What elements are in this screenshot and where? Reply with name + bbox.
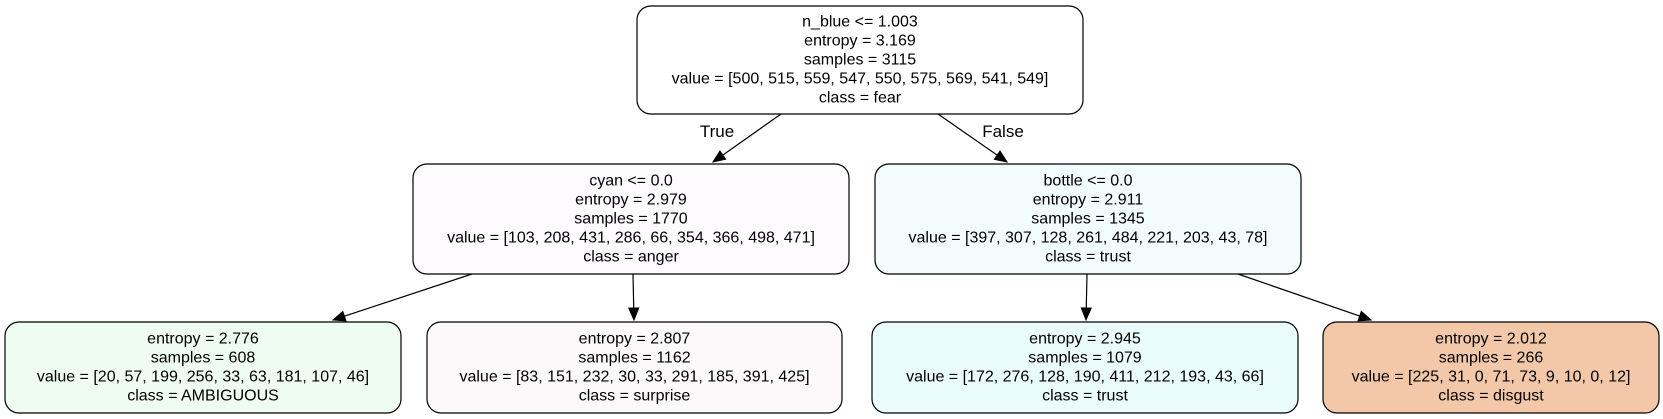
node-line: value = [103, 208, 431, 286, 66, 354, 36…: [447, 230, 815, 247]
node-box: [412, 163, 850, 275]
tree-node-root: n_blue <= 1.003 entropy = 3.169 samples = …: [636, 5, 1084, 115]
edge-root-right: False: [937, 113, 1024, 163]
arrowhead-icon: [331, 310, 347, 322]
node-line: entropy = 2.979: [575, 192, 687, 209]
tree-node-lr: entropy = 2.807 samples = 1162 value = [83…: [426, 321, 843, 414]
tree-node-rl: entropy = 2.945 samples = 1079 value = [17…: [871, 321, 1299, 414]
node-line: class = trust: [1042, 388, 1128, 405]
node-line: cyan <= 0.0: [589, 173, 673, 190]
node-line: samples = 1345: [1031, 211, 1145, 228]
node-box: [874, 163, 1302, 275]
edge-line: [1237, 273, 1360, 317]
tree-node-rr: entropy = 2.012 samples = 266 value = [225…: [1322, 321, 1660, 414]
node-line: value = [172, 276, 128, 190, 411, 212, 1…: [906, 369, 1264, 386]
nodes-layer: n_blue <= 1.003 entropy = 3.169 samples = …: [4, 5, 1660, 414]
arrowhead-icon: [993, 150, 1009, 163]
node-line: entropy = 2.807: [579, 331, 691, 348]
node-line: samples = 3115: [804, 52, 916, 69]
node-line: samples = 266: [1439, 350, 1544, 367]
node-line: class = surprise: [579, 388, 691, 405]
node-line: entropy = 3.169: [804, 33, 916, 50]
node-box: [4, 321, 402, 414]
node-line: entropy = 2.911: [1033, 192, 1144, 209]
node-line: samples = 608: [151, 350, 256, 367]
tree-node-ll: entropy = 2.776 samples = 608 value = [20,…: [4, 321, 402, 414]
arrowhead-icon: [627, 307, 640, 322]
node-line: entropy = 2.776: [147, 331, 259, 348]
tree-node-left: cyan <= 0.0 entropy = 2.979 samples = 1770…: [412, 163, 850, 275]
edge-line: [937, 113, 998, 156]
node-line: value = [500, 515, 559, 547, 550, 575, 5…: [672, 71, 1049, 88]
node-line: class = fear: [819, 90, 902, 107]
node-line: samples = 1770: [574, 211, 688, 228]
node-line: entropy = 2.945: [1029, 331, 1141, 348]
node-line: entropy = 2.012: [1435, 331, 1547, 348]
node-line: class = anger: [583, 249, 679, 266]
edge-line: [722, 113, 782, 156]
edges-layer: True False: [331, 113, 1373, 322]
arrowhead-icon: [1080, 307, 1093, 322]
edge-right-rr: [1237, 273, 1373, 322]
edge-line: [344, 273, 473, 317]
arrowhead-icon: [1357, 310, 1373, 322]
node-line: samples = 1079: [1028, 350, 1142, 367]
edge-line: [632, 273, 635, 309]
node-line: class = AMBIGUOUS: [127, 388, 279, 405]
node-line: samples = 1162: [578, 350, 690, 367]
edge-label-false: False: [982, 122, 1024, 141]
tree-node-right: bottle <= 0.0 entropy = 2.911 samples = 13…: [874, 163, 1302, 275]
edge-label-true: True: [700, 122, 734, 141]
node-line: n_blue <= 1.003: [802, 14, 918, 31]
arrowhead-icon: [711, 150, 727, 163]
node-box: [426, 321, 843, 414]
node-line: bottle <= 0.0: [1044, 173, 1133, 190]
edge-right-rl: [1080, 273, 1093, 322]
node-box: [636, 5, 1084, 115]
edge-line: [1085, 273, 1088, 309]
edge-left-ll: [331, 273, 473, 322]
node-box: [871, 321, 1299, 414]
node-line: value = [225, 31, 0, 71, 73, 9, 10, 0, 1…: [1352, 369, 1631, 386]
edge-root-left: True: [700, 113, 782, 163]
node-line: class = trust: [1045, 249, 1131, 266]
node-line: value = [20, 57, 199, 256, 33, 63, 181, …: [37, 369, 369, 386]
node-line: class = disgust: [1438, 388, 1544, 405]
node-line: value = [83, 151, 232, 30, 33, 291, 185,…: [459, 369, 809, 386]
node-box: [1322, 321, 1660, 414]
edge-left-lr: [627, 273, 640, 322]
node-line: value = [397, 307, 128, 261, 484, 221, 2…: [909, 230, 1268, 247]
